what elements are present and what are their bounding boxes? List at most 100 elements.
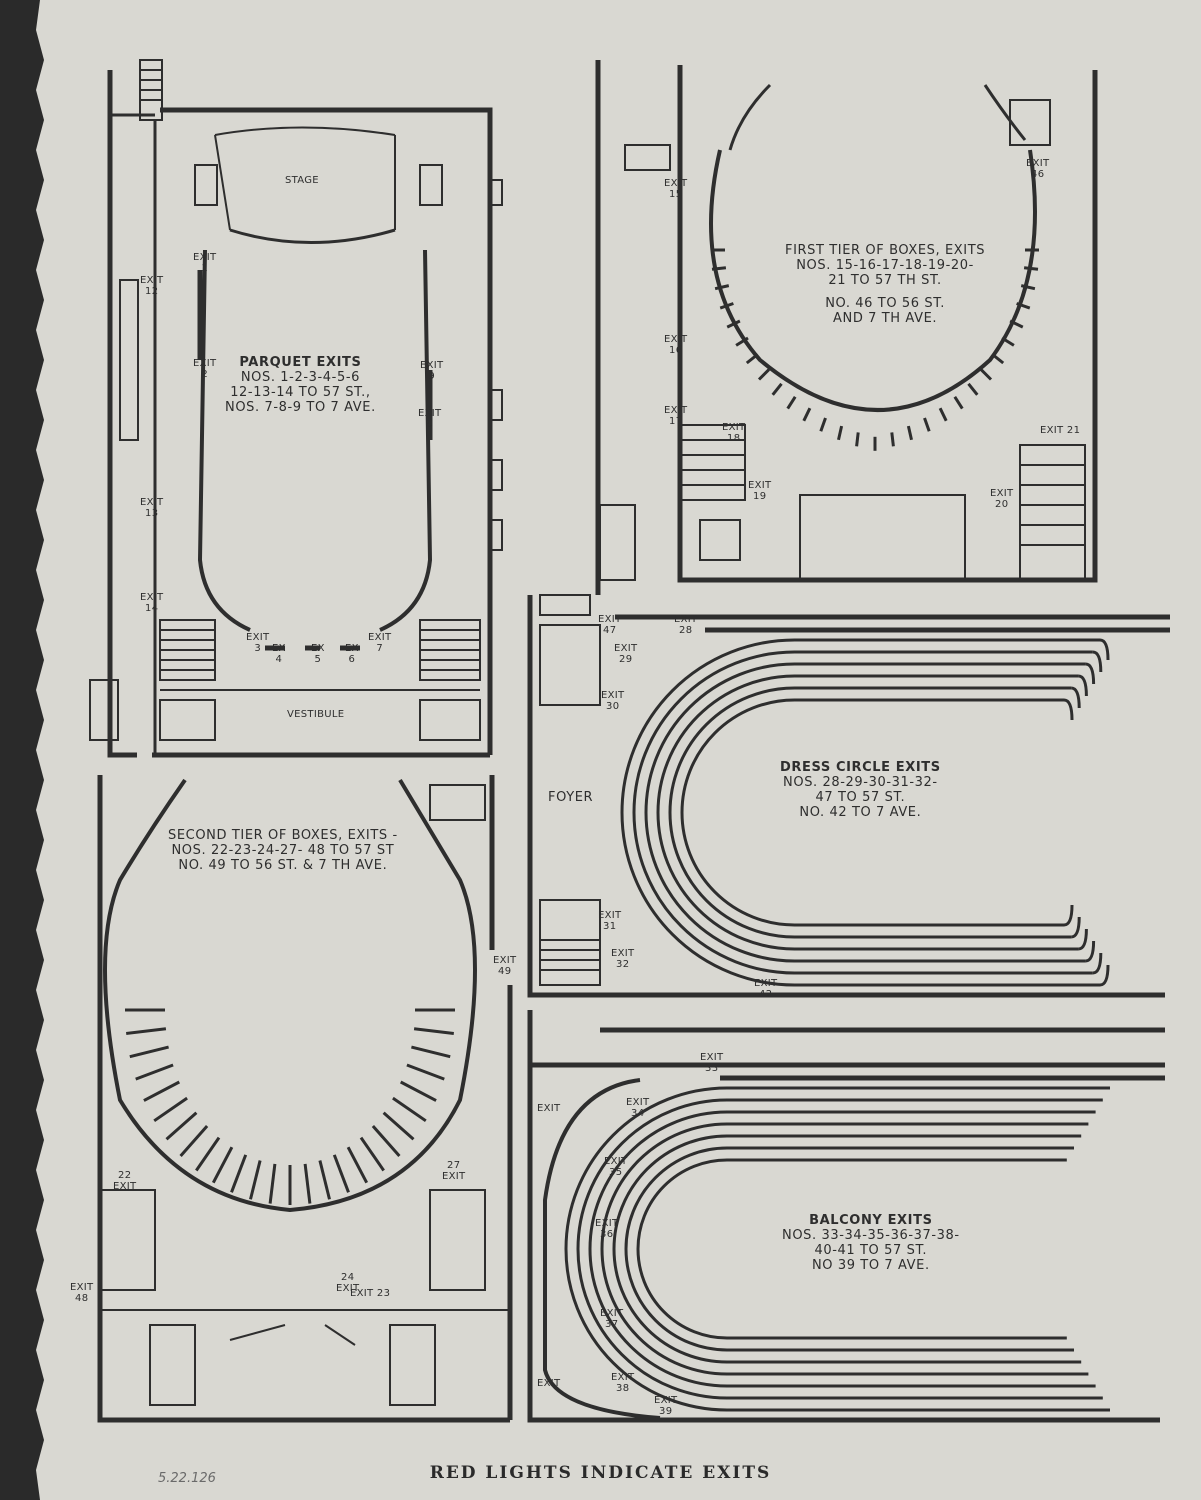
box-partition <box>411 1045 451 1059</box>
parquet-vestibule-label: VESTIBULE <box>287 709 345 720</box>
second-tier-plan <box>97 775 513 1423</box>
exit-label-text: EXIT <box>601 690 625 701</box>
box-partition <box>195 1136 221 1172</box>
exit-label-text: 2 <box>201 369 209 380</box>
box-partition <box>303 1163 312 1204</box>
box-partition <box>1009 319 1024 329</box>
exit-label-text: EXIT <box>754 978 778 989</box>
exit-label-text: 37 <box>605 1319 619 1330</box>
exit-label-text: EXIT <box>626 1097 650 1108</box>
dress-circle-line-3: 47 TO 57 ST. <box>815 790 906 805</box>
exit-label-text: EXIT <box>664 334 688 345</box>
seat-row <box>656 674 1079 951</box>
exit-label-text: EXIT <box>654 1395 678 1406</box>
box-partition <box>332 1154 350 1193</box>
first-tier-line-4: NO. 46 TO 56 ST. <box>825 296 945 311</box>
exit-label-text: 1 <box>201 263 209 274</box>
second-tier-line-3: NO. 49 TO 56 ST. & 7 TH AVE. <box>178 858 388 873</box>
box-partition <box>1023 266 1039 271</box>
seat-row <box>632 650 1093 975</box>
box-partition <box>249 1160 262 1200</box>
box-partition <box>392 1096 427 1123</box>
dress-circle-line-2: NOS. 28-29-30-31-32- <box>783 775 938 790</box>
exit-label-text: 42 <box>759 989 773 1000</box>
parquet-auditorium-wall <box>197 249 433 632</box>
exit-label-text: EXIT <box>595 1218 619 1229</box>
row-end <box>1078 674 1088 697</box>
exit-label-text: 15 <box>669 189 683 200</box>
box-partition <box>967 382 979 396</box>
dress-circle-line-4: NO. 42 TO 7 AVE. <box>799 805 922 820</box>
exit-label-text: 30 <box>606 701 620 712</box>
exit-label-text: EXIT <box>664 178 688 189</box>
first-tier-line-2: NOS. 15-16-17-18-19-20- <box>796 258 974 273</box>
box-partition <box>757 368 770 381</box>
row-end <box>1099 638 1110 661</box>
box-partition <box>179 1125 209 1157</box>
exit-label-text: 9 <box>428 371 436 382</box>
box-partition <box>211 1146 234 1184</box>
exit-label-text: EXIT <box>611 1372 635 1383</box>
seat-row <box>620 638 1100 987</box>
exit-label-text: EXIT <box>614 643 638 654</box>
exit-label-text: EXIT <box>113 1181 137 1192</box>
exit-label-text: 27 <box>447 1160 461 1171</box>
row-end <box>1063 698 1074 721</box>
exit-label-text: 6 <box>348 654 356 665</box>
exit-label-text: 16 <box>669 345 683 356</box>
parquet-caption: PARQUET EXITS NOS. 1-2-3-4-5-6 12-13-14 … <box>225 355 376 415</box>
box-partition <box>953 395 964 410</box>
exit-label-text: EXIT <box>1026 158 1050 169</box>
exit-label-text: 12 <box>145 286 159 297</box>
balcony-line-4: NO 39 TO 7 AVE. <box>811 1258 930 1273</box>
exit-label-text: 4 <box>275 654 283 665</box>
box-partition <box>359 1136 385 1172</box>
exit-label-text: 39 <box>659 1406 673 1417</box>
parquet-line-1: NOS. 1-2-3-4-5-6 <box>240 370 360 385</box>
exit-label-23: EXIT 23 <box>350 1288 390 1299</box>
box-partition <box>413 1027 454 1035</box>
box-partition <box>135 1063 174 1081</box>
parquet-stage-label: STAGE <box>285 175 319 186</box>
exit-label-text: EXIT <box>246 632 270 643</box>
seat-row <box>668 686 1072 939</box>
row-end <box>1085 940 1096 963</box>
exit-label-text: EXIT <box>140 592 164 603</box>
second-tier-line-1: SECOND TIER OF BOXES, EXITS - <box>168 828 398 843</box>
exit-label-text: 3 <box>254 643 262 654</box>
dress-circle-plan <box>527 595 1170 998</box>
exit-label-text: EXIT <box>674 614 698 625</box>
exit-label-text: EXIT <box>418 408 442 419</box>
box-partition <box>346 1146 369 1184</box>
exit-label-text: EXIT <box>140 275 164 286</box>
exit-label-text: EXIT 21 <box>1040 425 1081 436</box>
exit-label-bal2: EXIT <box>537 1378 560 1389</box>
exit-label-text: EXIT <box>600 1308 624 1319</box>
exit-label-text: 7 <box>376 643 384 654</box>
box-partition <box>991 353 1005 365</box>
box-partition <box>980 368 993 381</box>
box-partition <box>382 1111 415 1141</box>
box-partition <box>938 407 948 422</box>
box-partition <box>923 417 931 432</box>
